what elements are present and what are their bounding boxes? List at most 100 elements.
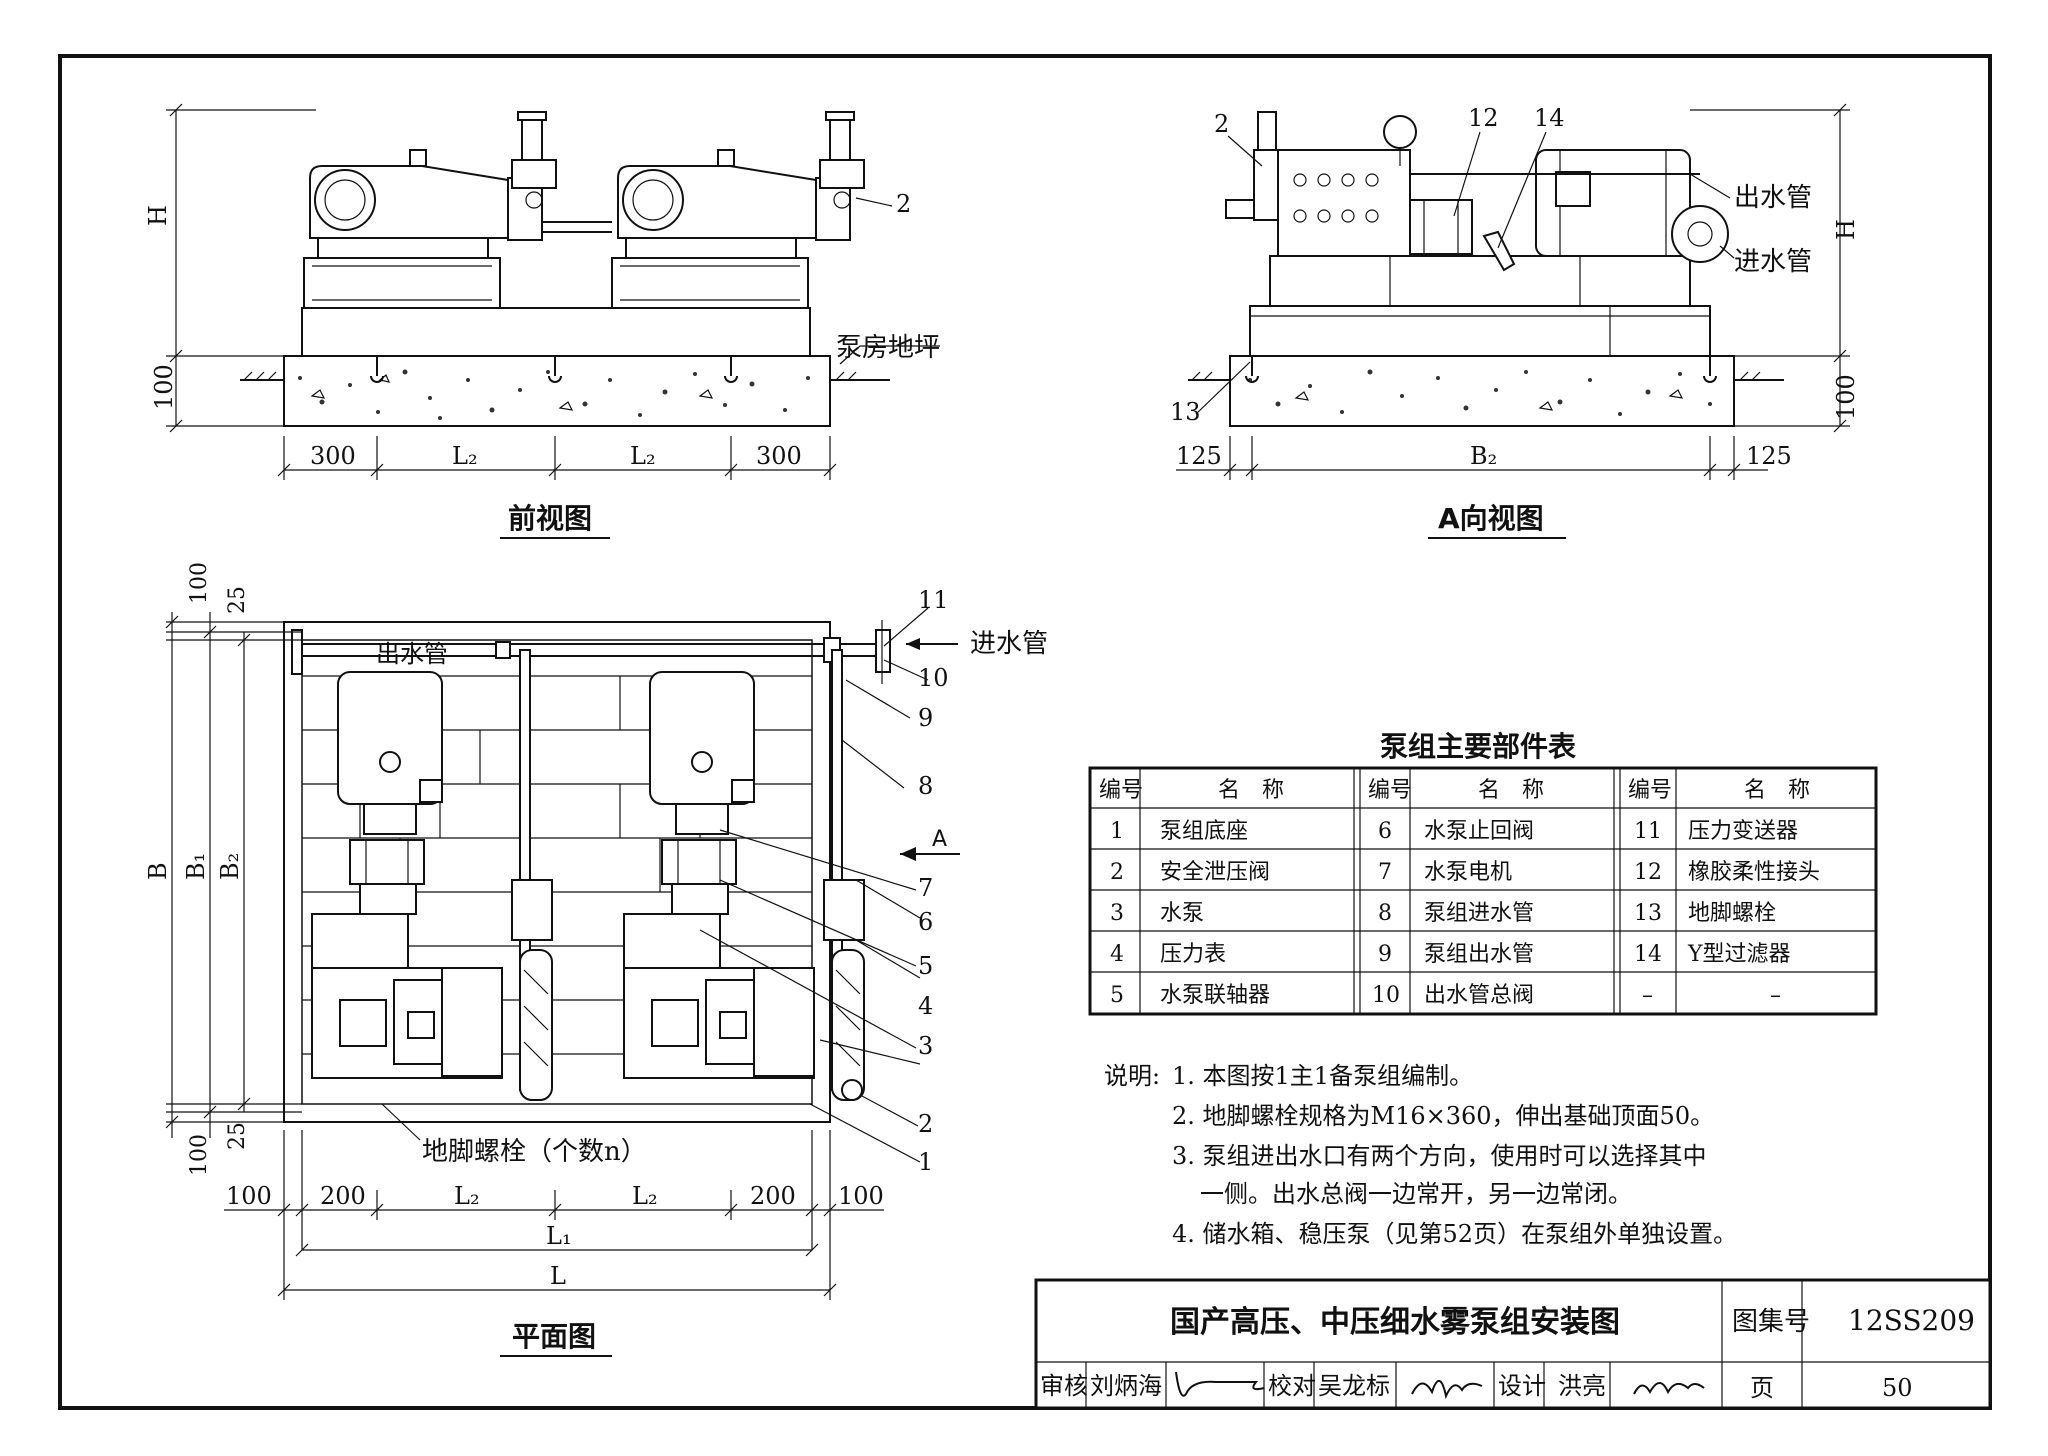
- table-cell: 水泵电机: [1424, 860, 1512, 885]
- table-cell: 压力表: [1160, 942, 1226, 967]
- table-cell: 10: [1372, 983, 1400, 1008]
- table-cell: 地脚螺栓: [1688, 901, 1776, 926]
- front-dim-1: 300: [310, 442, 356, 470]
- sheet-border: [58, 54, 1992, 1410]
- drawing-title: 国产高压、中压细水雾泵组安装图: [1170, 1305, 1620, 1340]
- th-name-1: 名 称: [1218, 778, 1284, 803]
- notes-label: 说明:: [1104, 1062, 1160, 1090]
- reviewer-signature: [1175, 1371, 1265, 1397]
- a-dim-1: 125: [1176, 442, 1222, 470]
- a-view-title: A向视图: [1438, 502, 1544, 535]
- check-label: 校对: [1268, 1372, 1316, 1400]
- a-height-label: H: [1832, 219, 1860, 240]
- title-block: 国产高压、中压细水雾泵组安装图 图集号 12SS209 审核 刘炳海 校对 吴龙…: [1034, 1278, 1992, 1410]
- table-cell: 5: [1110, 983, 1124, 1008]
- plan-dim-B: B: [144, 862, 172, 880]
- table-cell: 橡胶柔性接头: [1688, 860, 1820, 885]
- plan-dim-L1: L₁: [546, 1222, 572, 1250]
- plan-dim-top100: 100: [187, 562, 212, 604]
- a-direction-view: 2 12 14 出水管 进水管 13 H 100 125 B₂ 125 A向视图: [1170, 103, 1860, 539]
- plan-callout-8: 8: [918, 772, 933, 800]
- plan-dim-L: L: [550, 1262, 566, 1290]
- plan-callout-1: 1: [918, 1148, 933, 1176]
- th-name-2: 名 称: [1478, 778, 1544, 803]
- table-cell: 6: [1378, 819, 1392, 844]
- note-4: 4. 储水箱、稳压泵（见第52页）在泵组外单独设置。: [1172, 1220, 1737, 1248]
- a-base-label: 100: [1832, 374, 1860, 420]
- plan-dim-bot25: 25: [225, 1122, 250, 1150]
- plan-callout-2: 2: [918, 1110, 933, 1138]
- page-label: 页: [1750, 1374, 1774, 1402]
- plan-bottom-dim-5: 200: [750, 1182, 796, 1210]
- checker-name: 吴龙标: [1318, 1372, 1390, 1400]
- plan-outlet-label: 出水管: [376, 640, 448, 668]
- th-no-1: 编号: [1099, 778, 1143, 803]
- plan-callout-4: 4: [918, 992, 933, 1020]
- a-callout-12: 12: [1468, 104, 1499, 132]
- table-cell: 泵组底座: [1160, 819, 1248, 844]
- plan-view: 出水管 进水管 地脚螺栓（个数n） A 11 10 9 8 7 6 5 4 3 …: [144, 562, 1048, 1357]
- table-cell: 3: [1110, 901, 1124, 926]
- table-cell: –: [1642, 983, 1653, 1008]
- atlas-label: 图集号: [1732, 1307, 1810, 1337]
- front-view-title: 前视图: [508, 502, 592, 535]
- a-outlet-label: 出水管: [1734, 183, 1812, 213]
- table-cell: 1: [1110, 819, 1124, 844]
- front-callout-2: 2: [896, 190, 911, 218]
- parts-table: 泵组主要部件表 编号 名 称 编号 名 称 编号 名 称 1 泵组底座 6 水泵…: [1088, 730, 1878, 1016]
- table-cell: 7: [1378, 860, 1392, 885]
- plan-view-title: 平面图: [512, 1320, 596, 1353]
- th-name-3: 名 称: [1744, 778, 1810, 803]
- plan-callout-6: 6: [918, 908, 933, 936]
- plan-callout-3: 3: [918, 1032, 933, 1060]
- table-cell: 安全泄压阀: [1160, 860, 1270, 885]
- page-number: 50: [1882, 1374, 1913, 1402]
- note-1: 1. 本图按1主1备泵组编制。: [1172, 1062, 1473, 1090]
- table-cell: 水泵: [1160, 901, 1204, 926]
- plan-callout-7: 7: [918, 874, 933, 902]
- plan-bottom-dim-1: 100: [226, 1182, 272, 1210]
- front-dim-4: 300: [756, 442, 802, 470]
- table-cell: 压力变送器: [1688, 819, 1798, 844]
- a-dim-3: 125: [1746, 442, 1792, 470]
- front-base-label: 100: [150, 364, 178, 410]
- front-view: 2 泵房地坪 H 100 300 L₂ L₂ 300 前视图: [144, 103, 940, 539]
- plan-bottom-dim-3: L₂: [454, 1182, 480, 1210]
- table-cell: 泵组进水管: [1424, 901, 1534, 926]
- checker-signature: [1411, 1380, 1483, 1400]
- parts-table-title: 泵组主要部件表: [1380, 730, 1576, 763]
- table-cell: 14: [1634, 942, 1662, 967]
- plan-dim-B2: B₂: [216, 853, 244, 880]
- plan-callout-10: 10: [918, 664, 949, 692]
- design-label: 设计: [1498, 1372, 1546, 1400]
- notes: 说明: 1. 本图按1主1备泵组编制。 2. 地脚螺栓规格为M16×360，伸出…: [1104, 1062, 1737, 1248]
- designer-name: 洪亮: [1558, 1372, 1606, 1400]
- plan-arrow-a: A: [932, 827, 947, 852]
- table-cell: 13: [1634, 901, 1662, 926]
- a-callout-13: 13: [1170, 398, 1201, 426]
- table-cell: 出水管总阀: [1424, 983, 1534, 1008]
- a-callout-2: 2: [1214, 110, 1229, 138]
- table-cell: 泵组出水管: [1424, 942, 1534, 967]
- plan-dim-B1: B₁: [182, 853, 210, 880]
- plan-callout-5: 5: [918, 952, 933, 980]
- front-dim-3: L₂: [630, 442, 656, 470]
- table-cell: 8: [1378, 901, 1392, 926]
- atlas-number: 12SS209: [1848, 1304, 1975, 1337]
- table-cell: 12: [1634, 860, 1662, 885]
- designer-signature: [1633, 1382, 1705, 1395]
- th-no-3: 编号: [1628, 778, 1672, 803]
- th-no-2: 编号: [1368, 778, 1412, 803]
- note-2: 2. 地脚螺栓规格为M16×360，伸出基础顶面50。: [1172, 1102, 1714, 1130]
- plan-dim-top25: 25: [225, 586, 250, 614]
- a-callout-14: 14: [1534, 104, 1565, 132]
- plan-callout-9: 9: [918, 704, 933, 732]
- note-3: 3. 泵组进出水口有两个方向，使用时可以选择其中: [1172, 1142, 1707, 1170]
- front-dim-2: L₂: [452, 442, 478, 470]
- plan-bottom-dim-6: 100: [838, 1182, 884, 1210]
- plan-bottom-dim-2: 200: [320, 1182, 366, 1210]
- plan-bottom-dim-4: L₂: [632, 1182, 658, 1210]
- a-dim-2: B₂: [1470, 442, 1497, 470]
- reviewer-name: 刘炳海: [1090, 1372, 1162, 1400]
